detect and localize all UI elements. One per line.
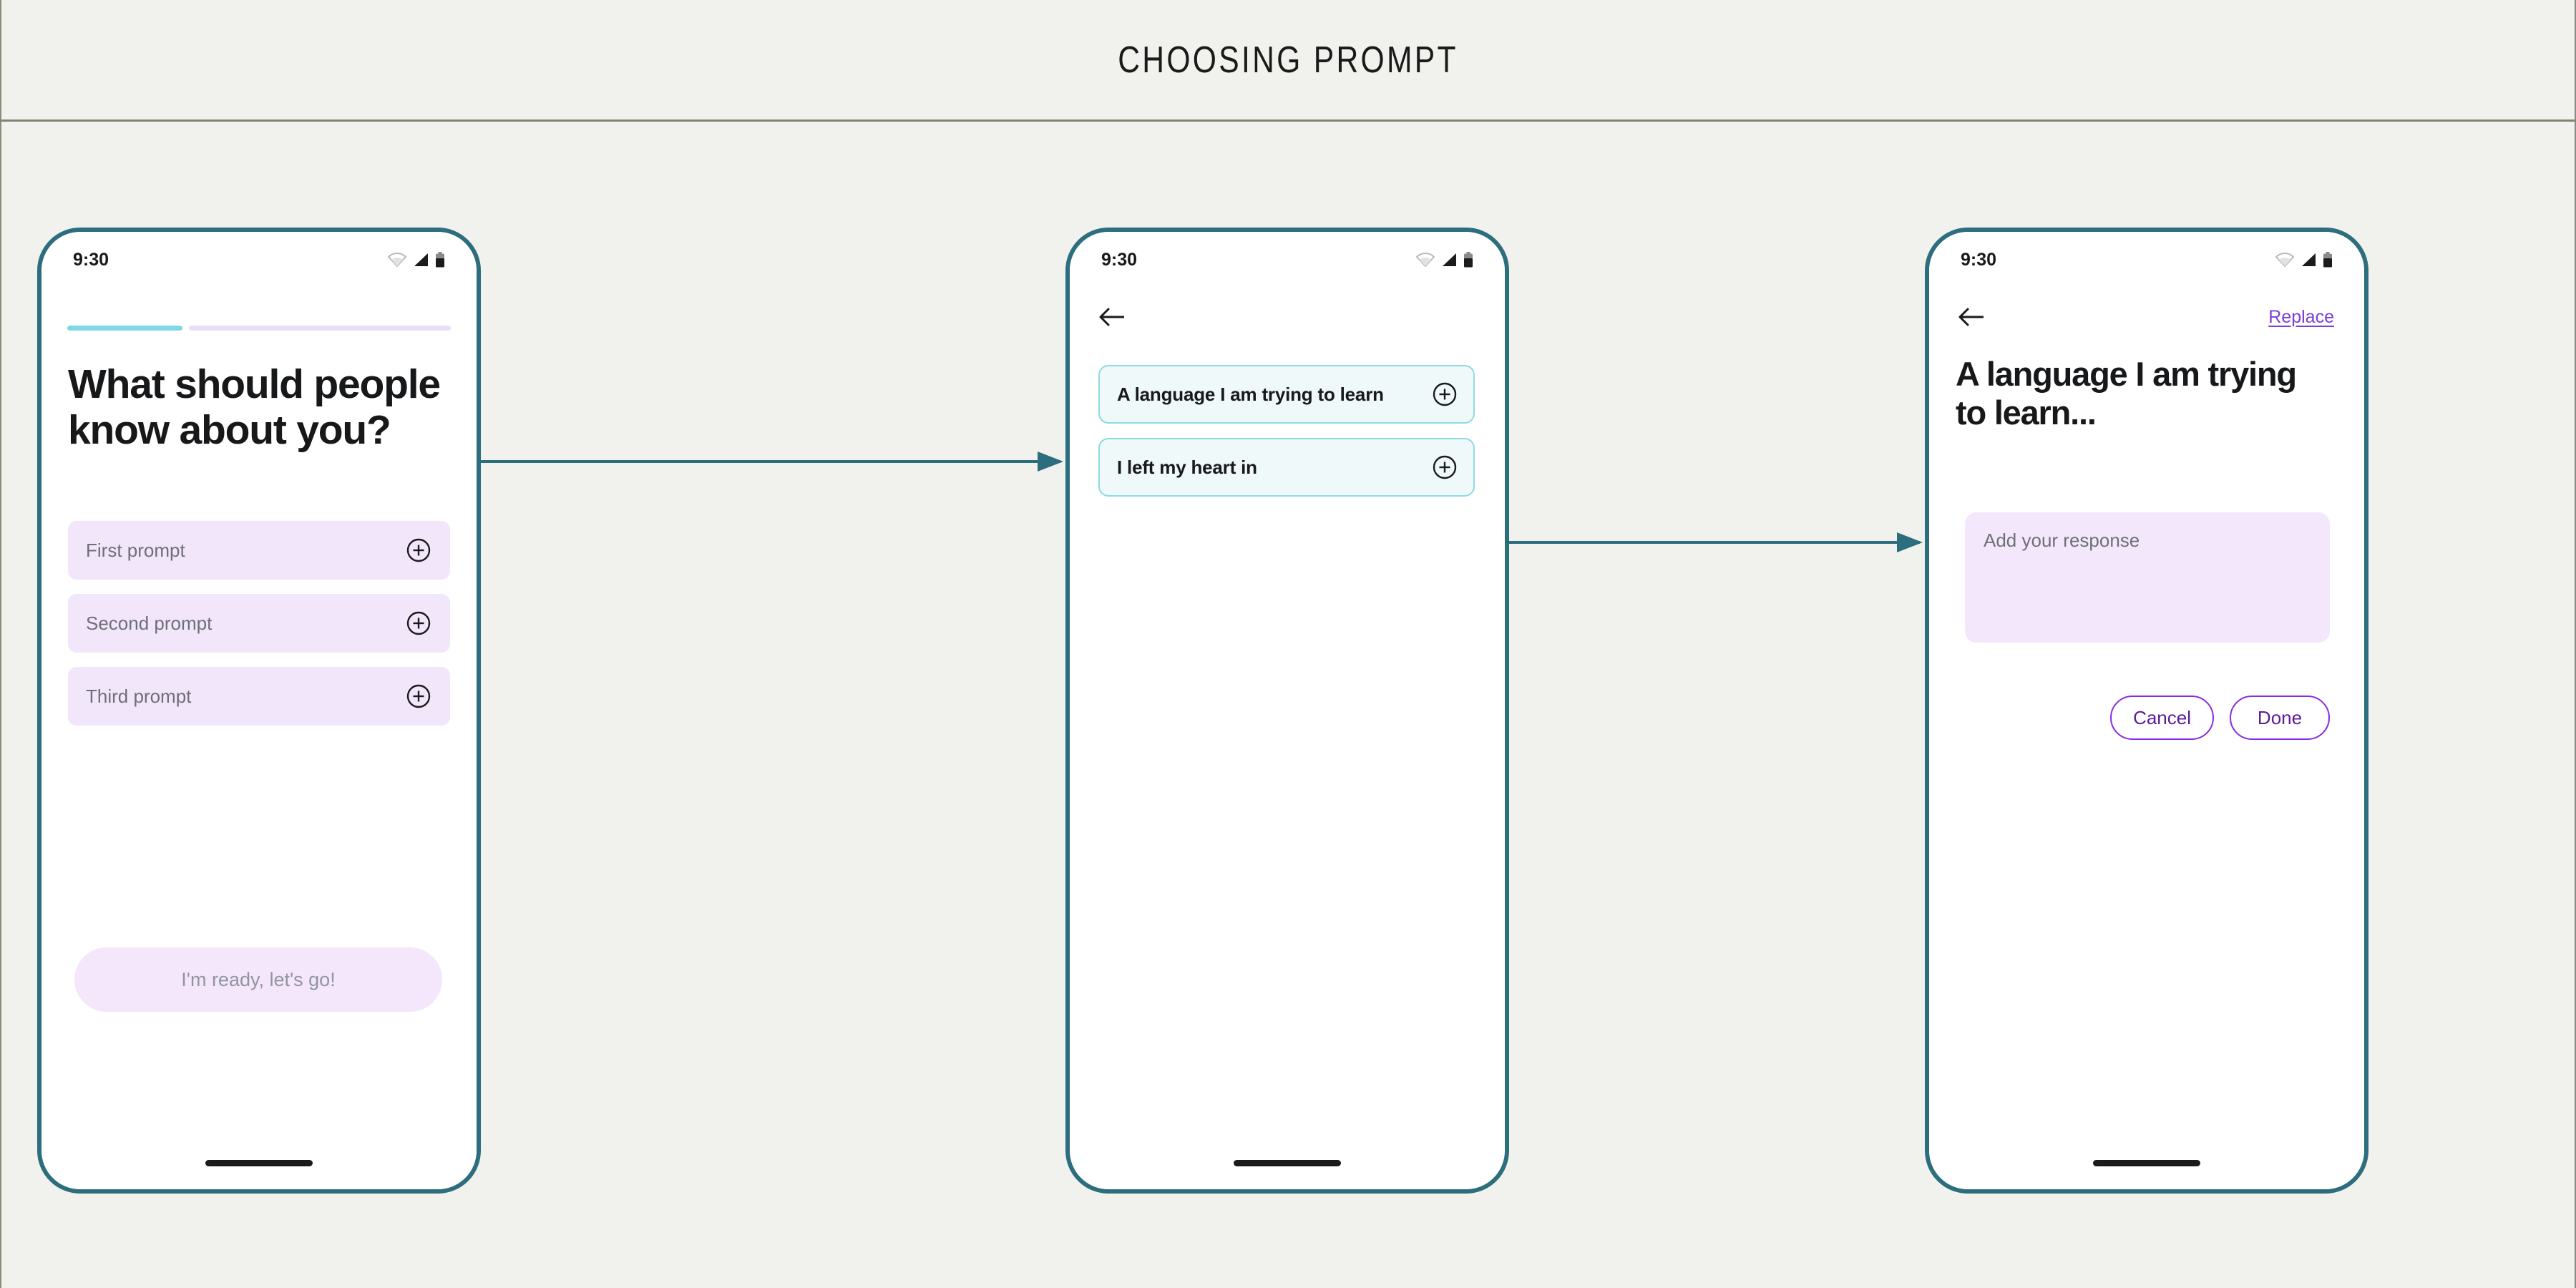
prompt-slot-second[interactable]: Second prompt — [68, 594, 450, 653]
screen-3: 9:30 — [1929, 232, 2364, 1189]
screen2-top-bar — [1098, 300, 1475, 334]
prompt-slot-list: First prompt Second prompt — [68, 521, 450, 726]
arrow-left-icon[interactable] — [1098, 305, 1127, 329]
prompt-slot-label: First prompt — [86, 539, 185, 561]
wifi-icon — [1416, 253, 1435, 267]
prompt-option-language[interactable]: A language I am trying to learn — [1098, 365, 1475, 424]
prompt-slot-label: Third prompt — [86, 685, 192, 707]
prompt-option-list: A language I am trying to learn I left m… — [1098, 365, 1475, 497]
battery-icon — [436, 252, 444, 268]
plus-circle-icon[interactable] — [1432, 454, 1458, 480]
ready-cta-label: I'm ready, let's go! — [181, 968, 336, 990]
phone-screen-response: 9:30 — [1925, 228, 2368, 1194]
wifi-icon — [388, 253, 406, 267]
connector-prompt-to-options — [422, 452, 1063, 584]
ready-cta-button[interactable]: I'm ready, let's go! — [74, 947, 442, 1012]
progress-track-segment — [188, 326, 451, 331]
plus-circle-icon[interactable] — [406, 537, 431, 563]
prompt-slot-label: Second prompt — [86, 612, 213, 634]
prompt-option-label: I left my heart in — [1117, 456, 1257, 478]
status-bar: 9:30 — [1070, 232, 1505, 288]
status-time: 9:30 — [73, 249, 109, 270]
status-time: 9:30 — [1961, 249, 1997, 270]
response-placeholder: Add your response — [1984, 530, 2140, 551]
wifi-icon — [2275, 253, 2294, 267]
response-textarea[interactable]: Add your response — [1965, 512, 2330, 643]
done-button[interactable]: Done — [2230, 696, 2330, 740]
plus-circle-icon[interactable] — [406, 610, 431, 636]
response-action-row: Cancel Done — [2110, 696, 2330, 740]
plus-circle-icon[interactable] — [406, 683, 431, 709]
page-title: CHOOSING PROMPT — [1118, 39, 1458, 81]
status-time: 9:30 — [1101, 249, 1138, 270]
prompt-option-heart[interactable]: I left my heart in — [1098, 438, 1475, 497]
screen1-heading: What should people know about you? — [68, 361, 441, 453]
cancel-button[interactable]: Cancel — [2110, 696, 2214, 740]
phone-screen-options: 9:30 — [1065, 228, 1509, 1194]
prompt-slot-third[interactable]: Third prompt — [68, 667, 450, 726]
battery-icon — [1464, 252, 1473, 268]
signal-icon — [1443, 253, 1456, 266]
onboarding-progress-bar — [67, 326, 451, 331]
status-bar: 9:30 — [1929, 232, 2364, 288]
home-indicator — [1234, 1160, 1341, 1166]
replace-link[interactable]: Replace — [2268, 306, 2334, 327]
status-icon-group — [2275, 252, 2333, 268]
home-indicator — [205, 1160, 313, 1166]
screen3-top-bar: Replace — [1958, 300, 2334, 334]
arrow-left-icon[interactable] — [1958, 305, 1986, 329]
signal-icon — [2302, 253, 2316, 266]
status-icon-group — [1416, 252, 1473, 268]
battery-icon — [2323, 252, 2332, 268]
phone-screen-prompts: 9:30 — [37, 228, 481, 1194]
screen-2: 9:30 — [1070, 232, 1505, 1189]
home-indicator — [2093, 1160, 2200, 1166]
screen3-heading: A language I am trying to learn... — [1956, 355, 2297, 431]
plus-circle-icon[interactable] — [1432, 381, 1458, 407]
prompt-option-label: A language I am trying to learn — [1117, 383, 1384, 405]
page-header: CHOOSING PROMPT — [0, 0, 2576, 122]
progress-filled-segment — [67, 326, 182, 331]
signal-icon — [414, 253, 428, 266]
prompt-slot-first[interactable]: First prompt — [68, 521, 450, 580]
status-icon-group — [388, 252, 445, 268]
connector-option-to-detail — [1456, 416, 1923, 552]
status-bar: 9:30 — [42, 232, 477, 288]
flow-canvas: 9:30 — [0, 122, 2576, 1288]
screen-1: 9:30 — [42, 232, 477, 1189]
